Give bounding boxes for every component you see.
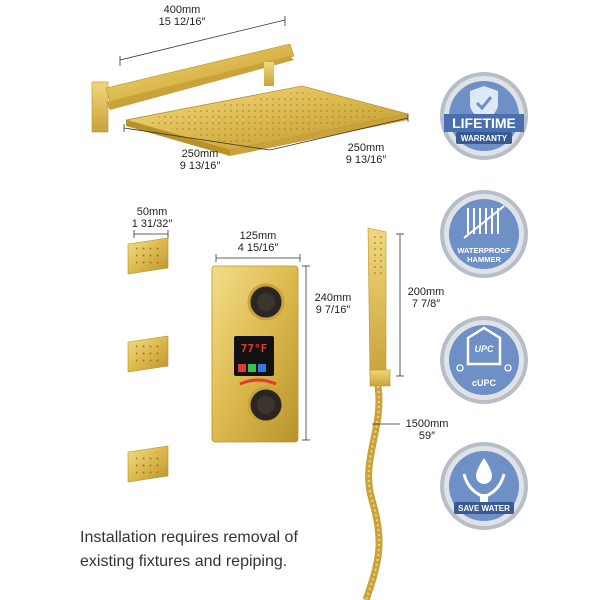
handheld-dimension-label: 200mm 7 7/8″: [402, 286, 450, 310]
installation-note-line-2: existing fixtures and repiping.: [80, 553, 288, 570]
badge-title: LIFETIME: [452, 115, 516, 131]
body-jet: [127, 335, 169, 373]
handheld-mm: 200mm: [407, 286, 445, 298]
save-water-icon: [440, 442, 528, 530]
shower-hose: [362, 385, 383, 600]
arm-dimension-label: 400mm 15 12/16″: [142, 4, 222, 28]
hose-mm: 1500mm: [405, 418, 449, 430]
waterproof-hammer-icon: [440, 190, 528, 278]
thermostatic-valve: [211, 265, 299, 443]
hose-inch: 59″: [418, 430, 436, 442]
valve-height-mm: 240mm: [314, 292, 352, 304]
badge-subtitle: cUPC: [471, 378, 496, 388]
installation-note: Installation requires removal of existin…: [80, 526, 360, 574]
valve-height-dimension-label: 240mm 9 7/16″: [306, 292, 360, 316]
hand-shower-holder: [369, 369, 391, 387]
badge-subtitle: SAVE WATER: [458, 504, 510, 513]
hand-shower: [367, 227, 391, 387]
valve-width-dimension-line: [215, 254, 301, 262]
display-temperature: 77°F: [240, 342, 268, 355]
save-water-badge: SAVE WATER: [438, 440, 530, 532]
head-right-inch: 9 13/16″: [345, 154, 387, 166]
valve-width-mm: 125mm: [239, 230, 277, 242]
head-left-inch: 9 13/16″: [179, 160, 221, 172]
arm-mm: 400mm: [163, 4, 201, 16]
arm-inch: 15 12/16″: [158, 16, 206, 28]
installation-note-line-1: Installation requires removal of: [80, 529, 298, 546]
badge-subtitle: HAMMER: [467, 255, 501, 264]
body-jet: [127, 445, 169, 483]
valve-height-inch: 9 7/16″: [315, 304, 351, 316]
waterproof-hammer-badge: WATERPROOF HAMMER: [438, 188, 530, 280]
jet-mm: 50mm: [136, 206, 168, 218]
shower-arm: [91, 43, 295, 133]
badge-subtitle: WARRANTY: [460, 134, 508, 143]
jet-dimension-line: [133, 230, 169, 238]
jet-dimension-label: 50mm 1 31/32″: [112, 206, 192, 230]
head-left-mm: 250mm: [181, 148, 219, 160]
badge-title: WATERPROOF: [457, 246, 511, 255]
shield-check-icon: [440, 72, 528, 160]
badge-title: UPC: [474, 344, 494, 354]
head-dimension-lines: [123, 114, 409, 151]
hose-dimension-label: 1500mm 59″: [402, 418, 452, 442]
handheld-dimension-line: [396, 233, 404, 377]
valve-height-dimension-line: [302, 265, 310, 441]
head-right-mm: 250mm: [347, 142, 385, 154]
valve-width-dimension-label: 125mm 4 15/16″: [218, 230, 298, 254]
valve-width-inch: 4 15/16″: [237, 242, 279, 254]
rain-shower-head: [125, 85, 409, 156]
body-jet: [127, 237, 169, 275]
head-right-dimension-label: 250mm 9 13/16″: [326, 142, 406, 166]
lifetime-warranty-badge: LIFETIME WARRANTY: [438, 70, 530, 162]
arm-dimension-line: [119, 16, 286, 66]
handheld-inch: 7 7/8″: [411, 298, 441, 310]
head-left-dimension-label: 250mm 9 13/16″: [160, 148, 240, 172]
jet-inch: 1 31/32″: [131, 218, 173, 230]
upc-certification-icon: [440, 316, 528, 404]
cupc-badge: UPC cUPC: [438, 314, 530, 406]
